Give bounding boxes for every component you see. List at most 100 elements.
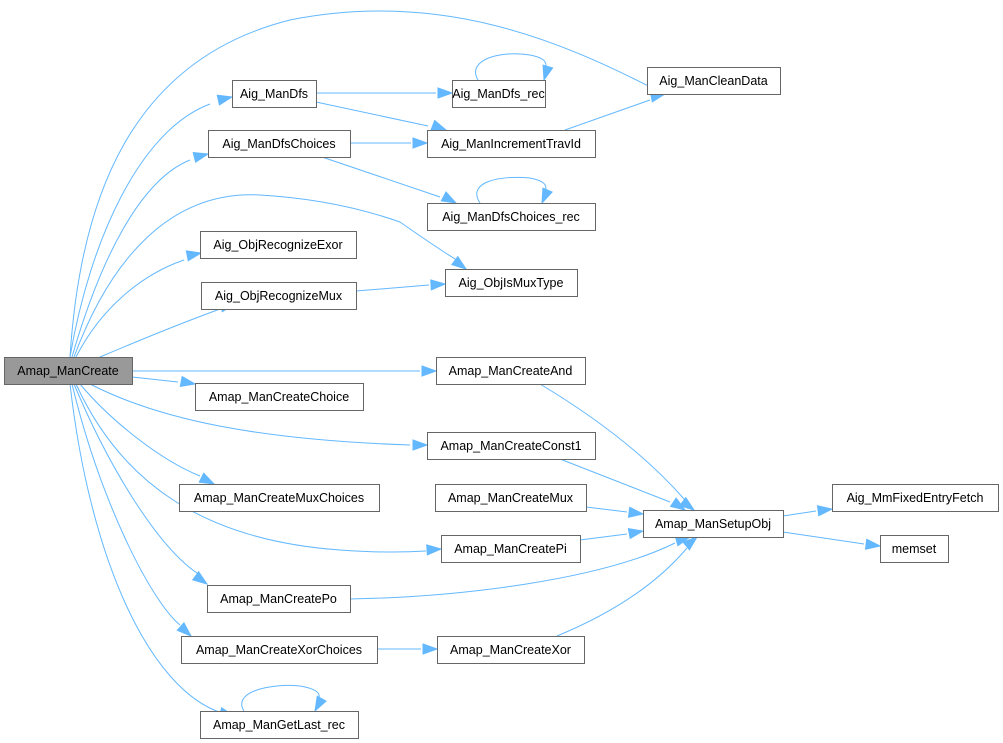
node-box[interactable] — [880, 535, 949, 563]
function-node[interactable]: Aig_ObjRecognizeExor — [200, 231, 357, 259]
edge-line — [73, 194, 461, 358]
arrowhead-icon — [422, 643, 439, 655]
node-box[interactable] — [647, 67, 781, 95]
function-node[interactable]: Aig_ManDfsChoices — [208, 130, 351, 158]
call-edge — [75, 250, 203, 358]
call-edge — [350, 137, 429, 149]
edge-line — [75, 383, 427, 553]
node-box[interactable] — [179, 484, 380, 512]
node-box[interactable] — [436, 357, 586, 385]
edge-line — [585, 506, 628, 513]
edge-line — [556, 547, 688, 637]
edge-line — [69, 383, 223, 714]
node-box[interactable] — [195, 383, 364, 411]
nodes-layer: Amap_ManCreate Aig_ManDfsAig_ManDfsChoice… — [4, 67, 999, 739]
arrowhead-icon — [421, 365, 438, 377]
node-label: Aig_ManDfs — [240, 87, 308, 101]
function-node[interactable]: Aig_ManCleanData — [647, 67, 781, 95]
call-edge — [782, 505, 834, 517]
node-box[interactable] — [445, 269, 578, 297]
node-label: Amap_ManCreatePo — [220, 592, 337, 606]
arrowhead-icon — [412, 137, 429, 149]
function-node[interactable]: Aig_ObjIsMuxType — [445, 269, 578, 297]
arrowhead-icon — [627, 528, 645, 540]
function-node[interactable]: Aig_ManDfsChoices_rec — [427, 203, 596, 231]
node-box[interactable] — [435, 484, 587, 512]
function-node[interactable]: Amap_ManCreatePi — [441, 535, 581, 563]
node-box[interactable] — [427, 203, 596, 231]
arrowhead-icon — [185, 250, 203, 262]
node-box[interactable] — [201, 282, 357, 310]
call-edge — [556, 536, 699, 637]
arrowhead-icon — [430, 119, 448, 131]
function-node[interactable]: Amap_ManCreateMux — [435, 484, 587, 512]
function-node[interactable]: Amap_ManCreateXorChoices — [181, 636, 378, 664]
arrowhead-icon — [678, 496, 696, 511]
node-label: Aig_ObjRecognizeExor — [213, 238, 342, 252]
node-box[interactable] — [207, 585, 351, 613]
node-box[interactable] — [452, 80, 546, 108]
arrowhead-icon — [542, 64, 554, 82]
self-call-edge — [241, 684, 327, 713]
function-node[interactable]: Amap_ManCreatePo — [207, 585, 351, 613]
call-edge — [131, 375, 197, 387]
function-node[interactable]: Amap_ManCreateConst1 — [427, 432, 596, 460]
edge-line — [241, 684, 320, 712]
call-edge — [73, 194, 468, 358]
node-label: Aig_ManDfs_rec — [452, 87, 544, 101]
call-edge — [316, 87, 454, 99]
node-box[interactable] — [437, 636, 585, 664]
function-node[interactable]: Aig_ManDfs — [232, 80, 317, 108]
function-node[interactable]: Aig_ObjRecognizeMux — [201, 282, 357, 310]
node-box[interactable] — [441, 535, 581, 563]
function-node[interactable]: Amap_ManSetupObj — [643, 510, 784, 538]
function-node[interactable]: Amap_ManCreateMuxChoices — [179, 484, 380, 512]
node-box[interactable] — [427, 130, 596, 158]
node-box[interactable] — [232, 80, 317, 108]
node-label: Amap_ManSetupObj — [655, 517, 771, 531]
edge-line — [131, 376, 179, 383]
edge-line — [315, 101, 429, 127]
arrowhead-icon — [412, 439, 429, 451]
root-function-node[interactable]: Amap_ManCreate — [4, 357, 133, 385]
node-label: Aig_ManCleanData — [659, 74, 767, 88]
node-box[interactable] — [200, 231, 357, 259]
function-node[interactable]: Aig_ManDfs_rec — [452, 80, 546, 108]
node-label: Amap_ManCreateXorChoices — [196, 643, 362, 657]
arrowhead-icon — [430, 279, 447, 291]
edge-line — [71, 159, 191, 358]
call-edge — [321, 156, 458, 204]
node-label: memset — [892, 542, 937, 556]
function-node[interactable]: Amap_ManGetLast_rec — [200, 711, 359, 739]
node-box[interactable] — [208, 130, 351, 158]
edge-line — [559, 458, 671, 503]
node-label: Amap_ManCreateConst1 — [440, 439, 581, 453]
node-box[interactable] — [643, 510, 784, 538]
edge-line — [579, 533, 628, 541]
arrowhead-icon — [816, 505, 834, 517]
call-edge — [69, 94, 234, 358]
function-node[interactable]: memset — [880, 535, 949, 563]
node-label: Amap_ManCreateChoice — [209, 390, 349, 404]
self-call-edge — [475, 53, 554, 82]
node-box[interactable] — [200, 711, 359, 739]
arrowhead-icon — [440, 191, 458, 204]
function-node[interactable]: Aig_MmFixedEntryFetch — [832, 484, 999, 512]
node-box[interactable] — [181, 636, 378, 664]
edges-layer — [69, 10, 882, 719]
function-node[interactable]: Amap_ManCreateXor — [437, 636, 585, 664]
node-box[interactable] — [427, 432, 596, 460]
arrowhead-icon — [627, 506, 645, 518]
call-edge — [585, 506, 645, 518]
function-node[interactable]: Amap_ManCreateAnd — [436, 357, 586, 385]
edge-line — [89, 383, 411, 446]
node-box[interactable] — [4, 357, 133, 385]
arrowhead-icon — [669, 497, 687, 511]
node-label: Aig_ManDfsChoices_rec — [442, 210, 580, 224]
node-box[interactable] — [832, 484, 999, 512]
function-node[interactable]: Aig_ManIncrementTravId — [427, 130, 596, 158]
edge-line — [476, 176, 547, 204]
call-edge — [315, 101, 448, 131]
function-node[interactable]: Amap_ManCreateChoice — [195, 383, 364, 411]
